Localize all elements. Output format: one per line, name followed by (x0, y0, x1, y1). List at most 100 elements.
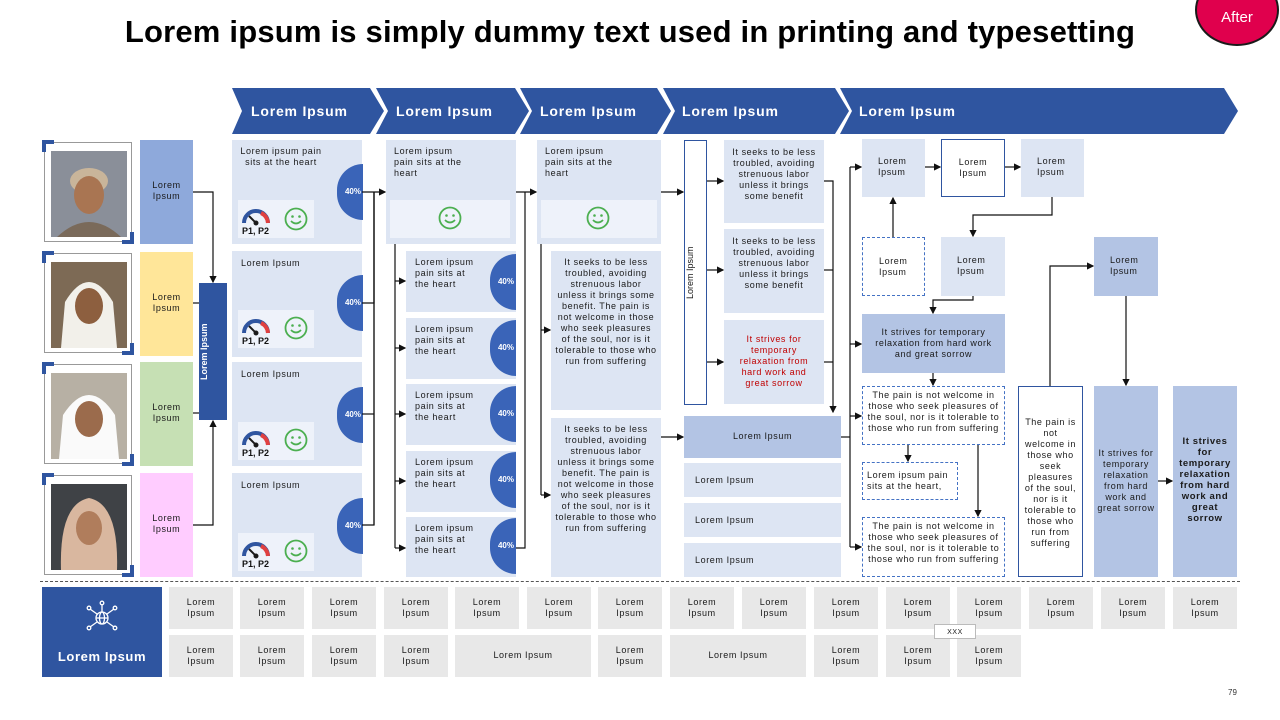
smiley-icon (284, 207, 308, 231)
chevron-1: Lorem Ipsum (251, 88, 371, 134)
smiley-icon (586, 206, 610, 230)
footer-cell-r1-15: Lorem Ipsum (1173, 587, 1237, 629)
chevron-1-label: Lorem Ipsum (251, 103, 348, 119)
page-number: 79 (1228, 688, 1237, 697)
person-label-1: Lorem Ipsum (140, 140, 193, 244)
col5-top-2: Lorem Ipsum (941, 139, 1005, 197)
col2-item-5-text: Lorem ipsum pain sits at the heart (415, 523, 474, 555)
footer-cell-r2-5: Lorem Ipsum (455, 635, 591, 677)
footer-cell-r1-11: Lorem Ipsum (886, 587, 950, 629)
smiley-icon (438, 206, 462, 230)
footer-cell-r2-2: Lorem Ipsum (240, 635, 304, 677)
section-divider (40, 581, 1240, 582)
footer-cell-r1-5: Lorem Ipsum (455, 587, 519, 629)
footer-cell-r1-12: Lorem Ipsum (957, 587, 1021, 629)
person-label-3: Lorem Ipsum (140, 362, 193, 466)
person-avatar-3 (51, 373, 127, 459)
page-title: Lorem ipsum is simply dummy text used in… (124, 14, 1136, 49)
footer-cell-r1-14: Lorem Ipsum (1101, 587, 1165, 629)
col2-item-1-text: Lorem ipsum pain sits at the heart (415, 257, 474, 289)
person-photo-4 (42, 473, 134, 577)
col2-item-4-text: Lorem ipsum pain sits at the heart (415, 457, 474, 489)
col2-top-card: Lorem ipsum pain sits at the heart (386, 140, 516, 244)
footer-cell-r2-9: Lorem Ipsum (886, 635, 950, 677)
smiley-icon (284, 316, 308, 340)
footer-cell-r2-1: Lorem Ipsum (169, 635, 233, 677)
person-photo-1 (42, 140, 134, 244)
col4-bottom-4: Lorem Ipsum (684, 543, 841, 577)
col4-bottom-1: Lorem Ipsum (684, 416, 841, 458)
footer-cell-r1-9: Lorem Ipsum (742, 587, 806, 629)
col3-text-box-2: It seeks to be less troubled, avoiding s… (551, 418, 661, 577)
col1-pp-3: P1, P2 (242, 448, 270, 458)
footer-cell-r1-6: Lorem Ipsum (527, 587, 591, 629)
col5-strives-small: It strives for temporary relaxation from… (1094, 386, 1158, 577)
col4-item-2: It seeks to be less troubled, avoiding s… (724, 229, 824, 313)
gauge-icon (242, 542, 270, 559)
col4-vertical-label: Lorem Ipsum (685, 246, 695, 299)
person-avatar-2 (51, 262, 127, 348)
person-photo-3 (42, 362, 134, 466)
col4-vertical-box: Lorem Ipsum (684, 140, 707, 405)
footer-label-box: Lorem Ipsum (42, 587, 162, 677)
footer-cell-r1-2: Lorem Ipsum (240, 587, 304, 629)
gauge-icon (242, 431, 270, 448)
hub-box: Lorem Ipsum (199, 283, 227, 420)
footer-cell-r1-7: Lorem Ipsum (598, 587, 662, 629)
footer-cell-r1-13: Lorem Ipsum (1029, 587, 1093, 629)
col3-text-box-1: It seeks to be less troubled, avoiding s… (551, 251, 661, 410)
col4-item-1: It seeks to be less troubled, avoiding s… (724, 140, 824, 223)
chevron-2: Lorem Ipsum (396, 88, 516, 134)
footer-cell-r2-10: Lorem Ipsum (957, 635, 1021, 677)
col1-card-4-text: Lorem Ipsum (241, 480, 301, 490)
col2-percent-4: 40% (490, 452, 516, 508)
col1-pp-4: P1, P2 (242, 559, 270, 569)
col2-top-text: Lorem ipsum pain sits at the heart (394, 146, 462, 178)
chevron-3-label: Lorem Ipsum (540, 103, 637, 119)
smiley-icon (284, 428, 308, 452)
smiley-icon (284, 539, 308, 563)
person-photo-2 (42, 251, 134, 355)
footer-cell-r1-8: Lorem Ipsum (670, 587, 734, 629)
footer-tag: XXX (934, 624, 976, 639)
person-label-2: Lorem Ipsum (140, 252, 193, 356)
col2-percent-3: 40% (490, 386, 516, 442)
col4-bottom-2: Lorem Ipsum (684, 463, 841, 497)
col5-mid-box: Lorem Ipsum (941, 237, 1005, 296)
person-avatar-1 (51, 151, 127, 237)
col5-strives: It strives for temporary relaxation from… (862, 314, 1005, 373)
footer-cell-r2-4: Lorem Ipsum (384, 635, 448, 677)
col4-item-3: It strives for temporary relaxation from… (724, 320, 824, 404)
footer-cell-r2-3: Lorem Ipsum (312, 635, 376, 677)
hub-label: Lorem Ipsum (199, 323, 209, 380)
col5-pain-1: The pain is not welcome in those who see… (862, 386, 1005, 445)
col3-top-card: Lorem ipsum pain sits at the heart (537, 140, 661, 244)
person-avatar-4 (51, 484, 127, 570)
footer-cell-r2-7: Lorem Ipsum (670, 635, 806, 677)
footer-cell-r1-10: Lorem Ipsum (814, 587, 878, 629)
col5-right-box: Lorem Ipsum (1094, 237, 1158, 296)
chevron-5-label: Lorem Ipsum (859, 103, 956, 119)
col5-pain-tall: The pain is not welcome in those who see… (1018, 386, 1083, 577)
chevron-4-label: Lorem Ipsum (682, 103, 779, 119)
col1-pp-2: P1, P2 (242, 336, 270, 346)
network-globe-icon (86, 600, 118, 631)
footer-cell-r1-1: Lorem Ipsum (169, 587, 233, 629)
col5-pain-small: Lorem ipsum pain sits at the heart, (862, 462, 958, 500)
chevron-4: Lorem Ipsum (682, 88, 832, 134)
col3-top-text: Lorem ipsum pain sits at the heart (545, 146, 613, 178)
col3-top-inner (541, 200, 657, 238)
col5-top-3: Lorem Ipsum (1021, 139, 1084, 197)
footer-cell-r2-8: Lorem Ipsum (814, 635, 878, 677)
col1-card-3-text: Lorem Ipsum (241, 369, 301, 379)
col1-card-2-text: Lorem Ipsum (241, 258, 301, 268)
gauge-icon (242, 209, 270, 226)
footer-cell-r2-6: Lorem Ipsum (598, 635, 662, 677)
col5-strives-bold: It strives for temporary relaxation from… (1173, 386, 1237, 577)
footer-cell-r1-3: Lorem Ipsum (312, 587, 376, 629)
col5-pain-2: The pain is not welcome in those who see… (862, 517, 1005, 577)
col1-card-1-text: Lorem ipsum pain sits at the heart (240, 146, 322, 167)
col5-top-1: Lorem Ipsum (862, 139, 925, 197)
gauge-icon (242, 319, 270, 336)
footer-label: Lorem Ipsum (57, 649, 147, 664)
